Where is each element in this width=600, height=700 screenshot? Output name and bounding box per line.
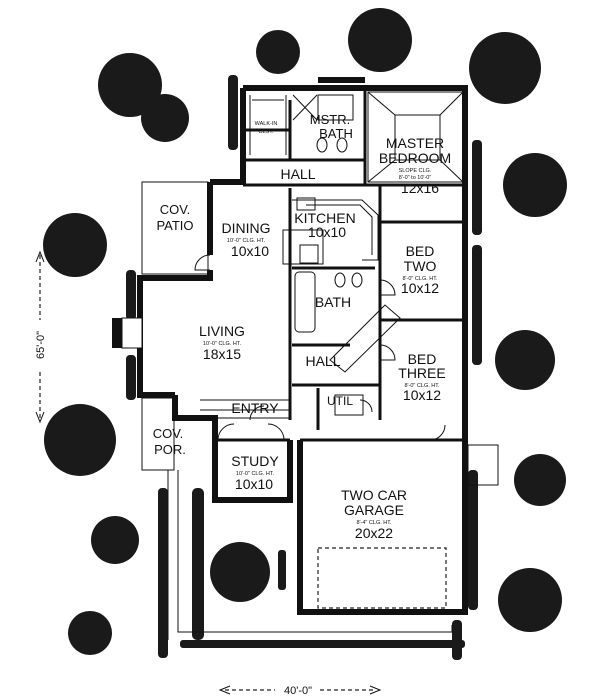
depth-label: 65'-0" [35,331,47,359]
bed-three-size: 10x12 [403,387,441,403]
master-clg-1: SLOPE CLG. [399,168,432,174]
patio-slab [141,181,209,275]
garage-stoop [467,444,499,486]
entry-tile [200,399,290,419]
living-size: 18x15 [203,346,241,362]
bed-two-clg: 8'-0" CLG. HT. [402,276,438,282]
bed-two-label-2: TWO [404,258,437,274]
study-label: STUDY [231,453,279,469]
entry-label: ENTRY [231,400,279,416]
mstr-bath-label-2: BATH [319,126,353,141]
hall-top-label: HALL [280,166,315,182]
walkin-label-2: CLST. [259,129,274,135]
exterior-walls [137,77,468,615]
living-clg: 10'-0" CLG. HT. [203,341,242,347]
master-clg-2: 8'-0" to 10'-0" [399,175,432,181]
master-label-1: MASTER [386,135,444,151]
master-size: 12x16 [401,180,439,196]
garage-clg: 8'-4" CLG. HT. [356,520,392,526]
walkway [167,470,453,640]
kitchen-label: KITCHEN [294,210,355,226]
patio-label-2: PATIO [156,218,193,233]
room-labels: MSTR. BATH WALK-IN CLST. MASTER BEDROOM … [153,112,451,541]
bed-three-label-2: THREE [398,365,445,381]
garage-size: 20x22 [355,525,393,541]
garage-label-2: GARAGE [344,502,404,518]
bed-three-label-1: BED [408,351,437,367]
closet-shelves [249,95,287,155]
kitchen-counters [282,197,379,265]
porch-label-1: COV. [153,426,184,441]
bath-label: BATH [315,294,351,310]
garage-label-1: TWO CAR [341,487,407,503]
hall-mid-label: HALL [305,353,340,369]
dining-size: 10x10 [231,243,269,259]
fireplace [112,317,143,349]
sloped-ceiling-lines [367,91,464,183]
dimension-width: 40'-0" [218,685,382,697]
garage-door [317,547,447,609]
living-label: LIVING [199,323,245,339]
util-label: UTIL [327,394,353,408]
study-clg: 10'-0" CLG. HT. [236,471,275,477]
bath-fixtures [292,94,364,416]
dining-clg: 10'-0" CLG. HT. [227,238,266,244]
porch-slab [141,397,175,471]
walkin-label-1: WALK-IN [255,121,278,127]
bed-three-clg: 8'-0" CLG. HT. [404,383,440,389]
landscape-trees [43,8,567,655]
hedges [126,75,482,660]
dimension-depth: 65'-0" [35,250,47,424]
bed-two-size: 10x12 [401,280,439,296]
dining-label: DINING [222,220,271,236]
study-size: 10x10 [235,476,273,492]
width-label: 40'-0" [284,685,312,697]
kitchen-size: 10x10 [308,224,346,240]
mstr-bath-label-1: MSTR. [310,112,350,127]
master-label-2: BEDROOM [379,150,451,166]
bed-two-label-1: BED [406,243,435,259]
porch-label-2: POR. [154,442,186,457]
patio-label-1: COV. [160,202,191,217]
